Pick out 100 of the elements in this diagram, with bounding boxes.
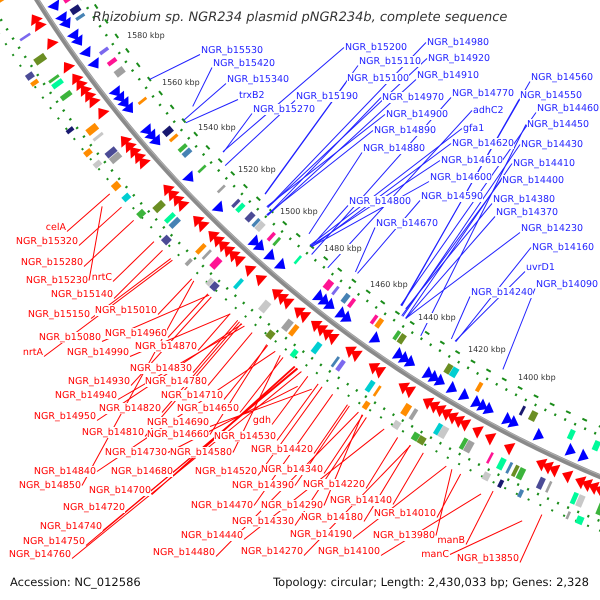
leader-line <box>276 383 319 441</box>
scale-label: 1500 kbp <box>280 207 318 217</box>
gene-label: nrtC <box>92 272 112 283</box>
leader-line <box>310 205 348 247</box>
gene-label: NGR_b15270 <box>253 104 316 115</box>
leader-line <box>264 65 358 194</box>
scale-label: 1520 kbp <box>238 165 276 175</box>
gene-label: manC <box>421 549 449 560</box>
leader-line <box>436 468 452 536</box>
gene-label: NGR_b14760 <box>8 549 71 560</box>
leader-line <box>266 130 374 216</box>
leader-line <box>310 160 440 246</box>
gene-label: NGR_b14100 <box>318 546 380 557</box>
gene-label: gfa1 <box>463 123 484 134</box>
leader-line <box>520 514 542 563</box>
gene-label: NGR_b14190 <box>290 529 352 540</box>
leader-line <box>272 376 308 425</box>
leader-line <box>420 124 526 336</box>
leader-line <box>152 366 295 495</box>
leader-line <box>405 232 520 320</box>
leader-line <box>86 368 298 546</box>
gene-label: NGR_b14450 <box>527 119 590 130</box>
leader-line <box>454 271 526 342</box>
leader-line <box>72 371 302 559</box>
gene-label: NGR_b14520 <box>194 466 257 477</box>
leader-line <box>84 220 134 267</box>
gene-label: manB <box>437 535 465 546</box>
gene-label: NGR_b14010 <box>374 508 436 519</box>
gene-label: NGR_b15420 <box>213 58 276 69</box>
leader-line <box>88 206 103 281</box>
leader-line <box>354 227 376 272</box>
gene-label: NGR_b15110 <box>359 56 422 67</box>
leader-line <box>401 180 502 316</box>
gene-label: NGR_b14400 <box>502 175 564 186</box>
gene-label: NGR_b15280 <box>20 257 83 268</box>
leader-line <box>168 293 208 338</box>
leader-line <box>222 113 252 153</box>
gene-label: NGR_b14610 <box>441 155 504 166</box>
gene-label: NGR_b14850 <box>18 480 81 491</box>
gene-label: NGR_b15200 <box>345 42 408 53</box>
gene-label: NGR_b15320 <box>16 236 78 247</box>
leader-line <box>240 356 284 413</box>
leader-line <box>185 99 238 124</box>
leader-line <box>364 444 411 522</box>
leader-line <box>232 354 281 453</box>
leader-line <box>310 128 462 246</box>
gene-label: NGR_b14900 <box>386 109 448 120</box>
gene-label: NGR_b14340 <box>260 464 323 475</box>
scale-label: 1580 kbp <box>127 31 165 41</box>
leader-line <box>224 344 268 400</box>
leader-line <box>264 82 346 195</box>
gene-label: NGR_b14950 <box>34 411 96 422</box>
leader-line <box>114 250 164 299</box>
leader-line <box>222 47 344 152</box>
leader-line <box>267 79 416 216</box>
gene-label: NGR_b14830 <box>130 363 192 374</box>
gene-label: NGR_b14820 <box>98 403 161 414</box>
gene-label: NGR_b14670 <box>376 218 438 229</box>
leader-line <box>78 206 122 246</box>
gene-label: NGR_b15010 <box>94 305 157 316</box>
gene-label: nrtA <box>22 347 43 358</box>
gene-label: NGR_b14090 <box>536 279 598 290</box>
leader-line <box>405 203 492 310</box>
leader-line <box>102 368 298 531</box>
scale-label: 1480 kbp <box>324 244 362 254</box>
sequence-info: Topology: circular; Length: 2,430,033 bp; Genes: 2,328 <box>273 575 589 589</box>
gene-label: NGR_b15080 <box>38 332 101 343</box>
leader-line <box>311 143 452 248</box>
gene-label: NGR_b14380 <box>493 194 556 205</box>
gene-label: celA <box>46 222 66 233</box>
gene-label: NGR_b14910 <box>417 70 480 81</box>
leader-line <box>402 144 520 318</box>
gene-label: gdh <box>252 415 271 426</box>
gene-label: trxB2 <box>239 90 265 101</box>
gene-label: NGR_b14740 <box>40 521 102 532</box>
gene-label: NGR_b14420 <box>250 444 313 455</box>
scale-label: 1540 kbp <box>198 123 236 133</box>
leader-line <box>149 54 200 80</box>
leader-line <box>405 163 512 319</box>
gene-label: NGR_b14680 <box>110 466 173 477</box>
scale-label: 1460 kbp <box>370 280 408 290</box>
leader-line <box>502 288 536 370</box>
gene-label: NGR_b15190 <box>296 91 358 102</box>
gene-label: NGR_b13850 <box>456 553 519 564</box>
leader-line <box>66 193 110 232</box>
gene-label: NGR_b14800 <box>349 196 412 207</box>
leader-line <box>436 474 462 518</box>
leader-line <box>392 452 424 505</box>
gene-label: NGR_b15340 <box>227 74 290 85</box>
scale-label: 1420 kbp <box>468 345 506 355</box>
map-title: Rhizobium sp. NGR234 plasmid pNGR234b, complete sequence <box>92 10 508 26</box>
gene-label: NGR_b14980 <box>427 37 490 48</box>
gene-label: NGR_b14590 <box>421 191 484 202</box>
gene-label: NGR_b14390 <box>232 480 294 491</box>
gene-label: NGR_b14580 <box>170 447 232 458</box>
gene-label: NGR_b15530 <box>201 45 264 56</box>
gene-label: NGR_b14180 <box>300 512 363 523</box>
gene-label: NGR_b14720 <box>62 502 125 513</box>
gene-label: NGR_b14730 <box>104 447 167 458</box>
gene-label: NGR_b14920 <box>428 53 490 64</box>
